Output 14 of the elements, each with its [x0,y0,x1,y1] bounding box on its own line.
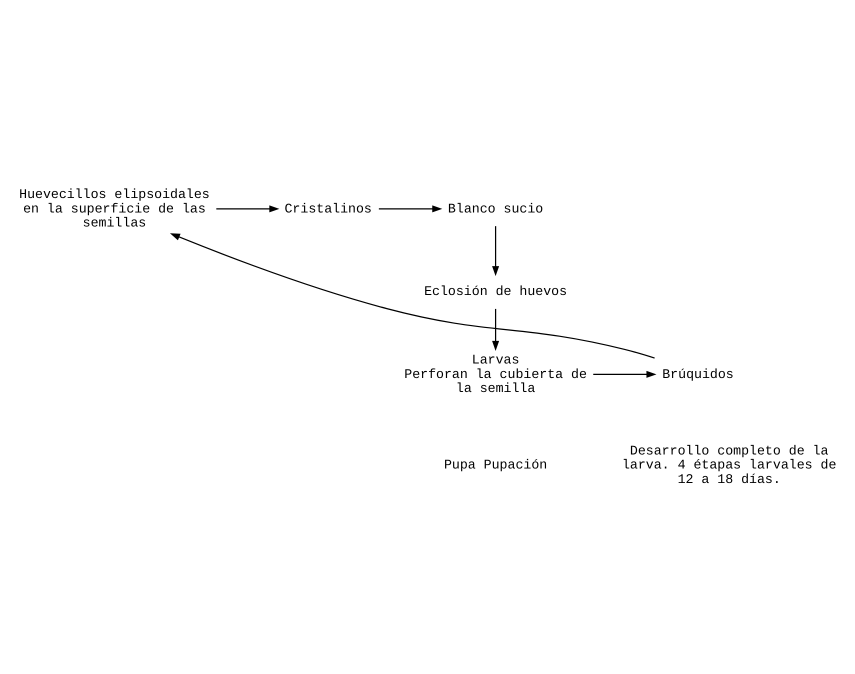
arrow [492,226,500,276]
arrow [593,370,656,378]
node-text: Eclosión de huevos [424,284,568,300]
arrow [378,205,442,212]
label: Pupa Pupación [444,458,548,473]
node-text: Cristalinos [284,201,372,216]
node-text: Blanco sucio [448,201,544,216]
label: Desarrollo completo de la larva. 4 étapas larvales de 12 a 18 días. [622,443,836,487]
arrow [216,205,280,212]
arrow [170,233,655,359]
node-text: Brúquidos [662,366,734,382]
arrow [492,308,500,351]
node-text: Huevecillos elipsoidales en la superficie de las semillas [19,187,210,231]
node-text: Larvas Perforan la cubierta de la semilla [404,352,587,396]
